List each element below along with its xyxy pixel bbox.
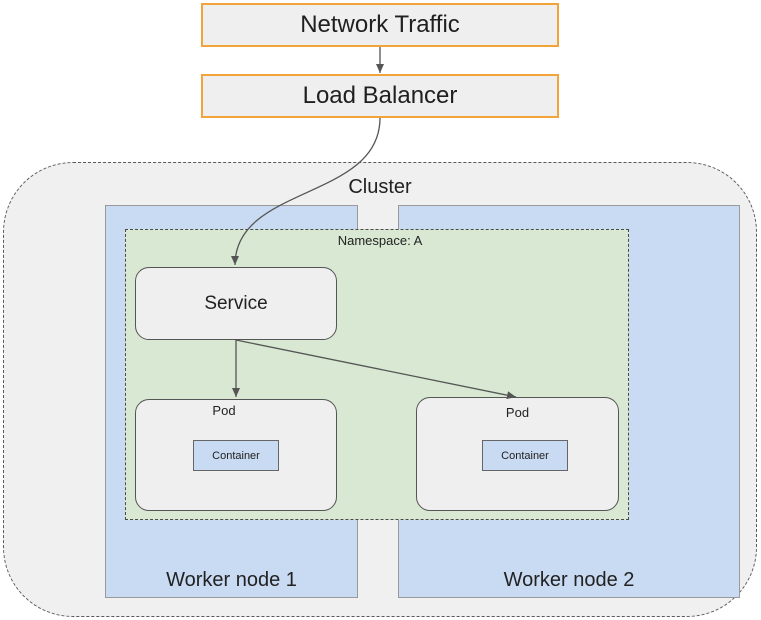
arrow-lb-to-service — [231, 117, 381, 266]
worker-node-1-label: Worker node 1 — [166, 568, 297, 591]
load-balancer-box: Load Balancer — [201, 74, 559, 118]
network-traffic-box: Network Traffic — [201, 3, 559, 47]
arrow-service-to-pod-2 — [235, 339, 517, 400]
container-label-2: Container — [501, 449, 549, 462]
container-box-1: Container — [193, 440, 279, 471]
container-label-1: Container — [212, 449, 260, 462]
container-box-2: Container — [482, 440, 568, 471]
load-balancer-label: Load Balancer — [302, 82, 458, 109]
network-traffic-label: Network Traffic — [300, 11, 460, 38]
pod-label-1: Pod — [212, 402, 236, 418]
cluster-label: Cluster — [348, 175, 412, 198]
service-label: Service — [204, 292, 268, 314]
namespace-label: Namespace: A — [337, 232, 423, 248]
service-box: Service — [135, 267, 337, 340]
worker-node-2-label: Worker node 2 — [503, 568, 635, 591]
pod-label-2: Pod — [505, 404, 530, 420]
